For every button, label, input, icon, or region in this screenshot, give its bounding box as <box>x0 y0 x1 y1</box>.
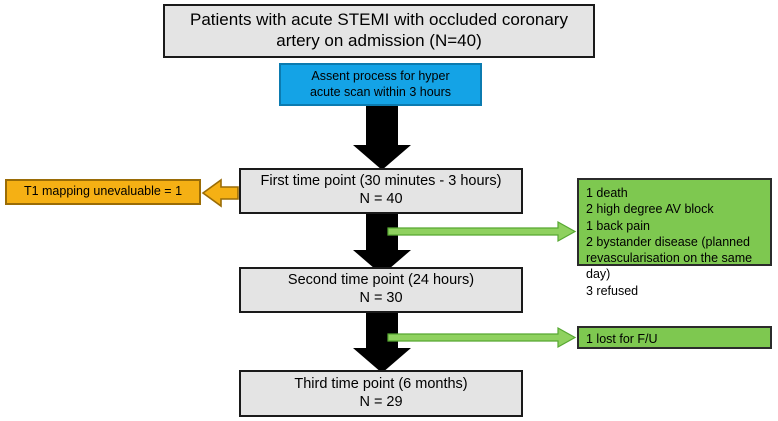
node-lost-for-followup: 1 lost for F/U <box>577 326 772 349</box>
arrow-second-to-lost-followup <box>387 326 577 349</box>
node-third-time-point-count: N = 29 <box>359 393 403 410</box>
arrow-first-to-dropouts <box>387 220 577 243</box>
arrow-first-to-second-time-point <box>353 214 411 275</box>
node-enrolment-line-2: artery on admission (N=40) <box>276 31 482 50</box>
node-third-time-point: Third time point (6 months) N = 29 <box>239 370 523 417</box>
arrow-first-to-t1-unevaluable-shape <box>201 178 239 208</box>
dropout-item-av-block: 2 high degree AV block <box>586 202 714 217</box>
lost-for-followup-label: 1 lost for F/U <box>586 332 658 346</box>
node-first-time-point-count: N = 40 <box>359 191 403 207</box>
dropout-item-refused: 3 refused <box>586 283 639 298</box>
node-t1-mapping-unevaluable-label: T1 mapping unevaluable = 1 <box>23 184 183 199</box>
node-assent-process-line-2: acute scan within 3 hours <box>309 84 452 99</box>
node-second-time-point: Second time point (24 hours) N = 30 <box>239 267 523 313</box>
node-second-time-point-label: Second time point (24 hours) <box>287 272 475 289</box>
node-enrolment: Patients with acute STEMI with occluded … <box>163 4 595 58</box>
node-assent-process-line-1: Assent process for hyper <box>311 69 450 84</box>
arrow-first-to-t1-unevaluable <box>200 182 236 203</box>
dropout-item-death: 1 death <box>586 186 628 200</box>
node-second-time-point-count: N = 30 <box>359 290 403 306</box>
arrow-assent-to-first-time-point <box>353 106 411 170</box>
node-t1-mapping-unevaluable: T1 mapping unevaluable = 1 <box>5 179 201 205</box>
node-enrolment-line-1: Patients with acute STEMI with occluded … <box>190 10 568 30</box>
dropout-item-bystander-disease: 2 bystander disease (planned revasculari… <box>586 234 753 282</box>
arrow-second-to-third-time-point <box>353 313 411 373</box>
node-dropouts-after-first-time-point: 1 death 2 high degree AV block 1 back pa… <box>577 178 772 298</box>
dropout-item-back-pain: 1 back pain <box>586 218 650 233</box>
node-assent-process: Assent process for hyper acute scan with… <box>279 63 482 106</box>
node-first-time-point: First time point (30 minutes - 3 hours) … <box>239 168 523 214</box>
node-first-time-point-label: First time point (30 minutes - 3 hours) <box>260 173 502 190</box>
node-third-time-point-label: Third time point (6 months) <box>294 375 468 392</box>
